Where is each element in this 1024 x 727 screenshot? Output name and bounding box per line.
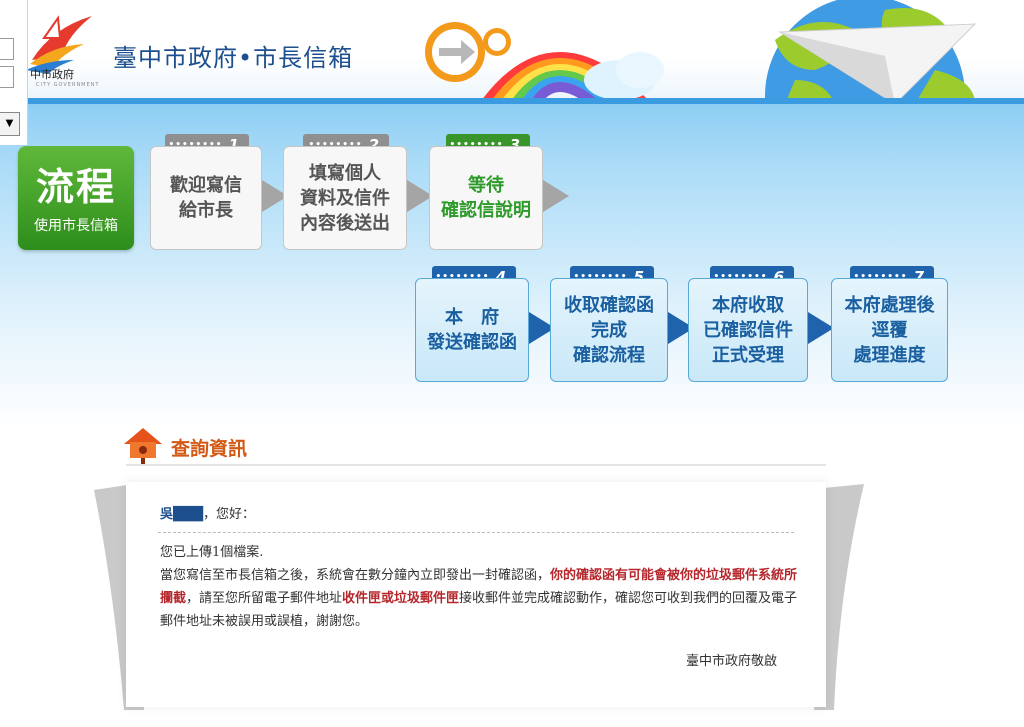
flow-badge-title: 流程 <box>35 165 116 209</box>
dashed-divider <box>158 532 794 533</box>
arrow-right-icon <box>407 180 433 212</box>
step-1-box: 歡迎寫信給市長 <box>150 146 262 250</box>
logo-tagline: CITY GOVERNMENT <box>36 82 100 88</box>
side-input-2[interactable] <box>0 66 14 88</box>
query-result-paper <box>126 482 826 707</box>
arrow-right-icon <box>808 312 834 344</box>
paper-plane-icon <box>778 23 977 98</box>
site-title[interactable]: 臺中市政府•市長信箱 <box>113 38 353 73</box>
side-panel: ▼ <box>0 0 28 145</box>
query-message: 您已上傳1個檔案. 當您寫信至市長信箱之後，系統會在數分鐘內立即發出一封確認函，… <box>160 541 800 633</box>
step-3-box: 等待確認信說明 <box>429 146 543 250</box>
user-name: 吳███ <box>160 507 203 522</box>
taichung-logo-icon[interactable] <box>22 8 102 78</box>
site-header: 中市政府 CITY GOVERNMENT 臺中市政府•市長信箱 <box>0 0 1024 104</box>
title-part1: 臺中市政府 <box>113 44 238 72</box>
header-decoration <box>425 0 977 98</box>
logo-subtitle: 中市政府 <box>30 68 74 81</box>
greeting-line: 吳███，您好： <box>160 503 255 522</box>
message-paragraph: 當您寫信至市長信箱之後，系統會在數分鐘內立即發出一封確認函，你的確認函有可能會被… <box>160 568 798 629</box>
divider <box>126 464 826 466</box>
title-dot: • <box>238 44 254 72</box>
arrow-right-icon <box>543 180 569 212</box>
birdhouse-icon <box>124 428 162 466</box>
step-4-box: 本 府發送確認函 <box>415 278 529 382</box>
step-5-box: 收取確認函完成確認流程 <box>550 278 668 382</box>
query-info-title: 查詢資訊 <box>171 438 248 460</box>
step-2-box: 填寫個人資料及信件內容後送出 <box>283 146 407 250</box>
signature: 臺中市政府敬啟 <box>686 654 778 669</box>
flow-badge-subtitle: 使用市長信箱 <box>34 218 118 234</box>
arrow-circle-icon <box>425 22 511 82</box>
inbox-warning-text: 收件匣或垃圾郵件匣 <box>342 591 460 606</box>
side-input-1[interactable] <box>0 38 14 60</box>
step-6-box: 本府收取已確認信件正式受理 <box>688 278 808 382</box>
flow-badge: 流程 使用市長信箱 <box>18 146 134 250</box>
greeting-text: ，您好： <box>203 507 256 522</box>
upload-count-text: 您已上傳1個檔案. <box>160 545 264 560</box>
chevron-down-icon[interactable]: ▼ <box>0 112 20 136</box>
step-7-box: 本府處理後逕覆處理進度 <box>831 278 948 382</box>
title-part2: 市長信箱 <box>253 44 354 72</box>
warning-text: 你的確認函有可能會被你的垃圾郵件系統所攔截 <box>160 568 798 606</box>
